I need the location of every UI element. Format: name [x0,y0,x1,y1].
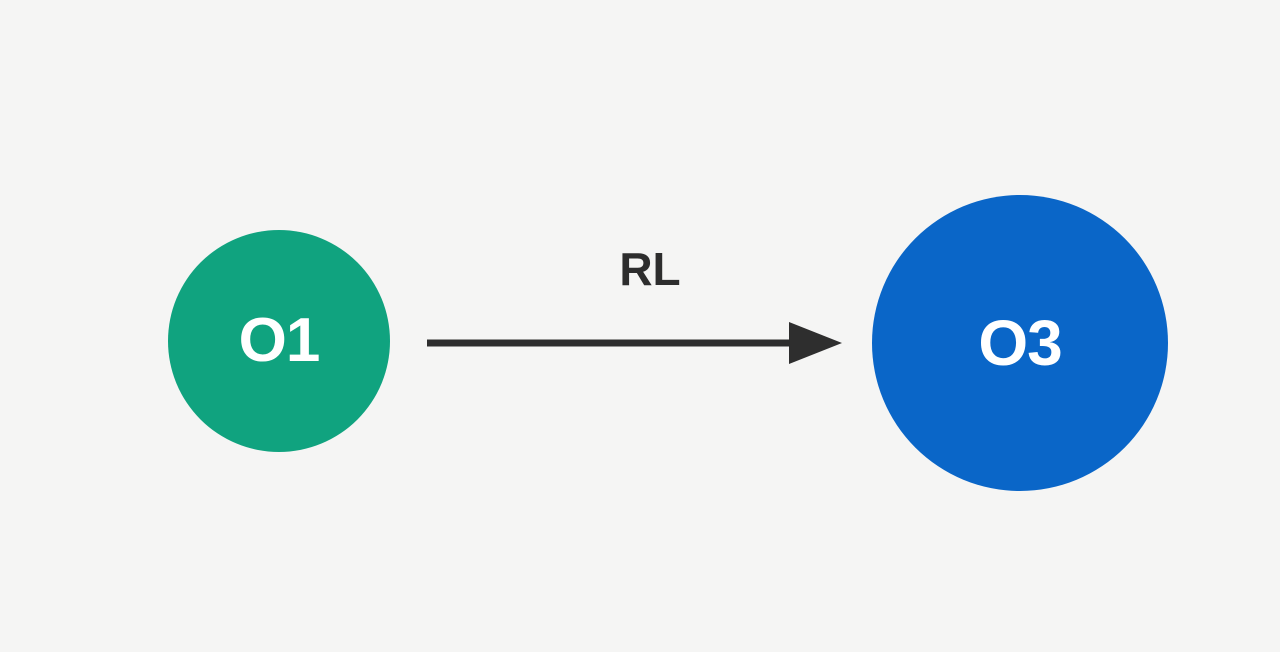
node-o1: O1 [168,230,390,452]
arrow [427,322,842,364]
node-o3-label: O3 [978,307,1062,379]
node-o1-label: O1 [238,306,321,375]
arrow-head-icon [789,322,842,364]
node-o3: O3 [872,195,1168,491]
edge-label: RL [619,243,681,295]
